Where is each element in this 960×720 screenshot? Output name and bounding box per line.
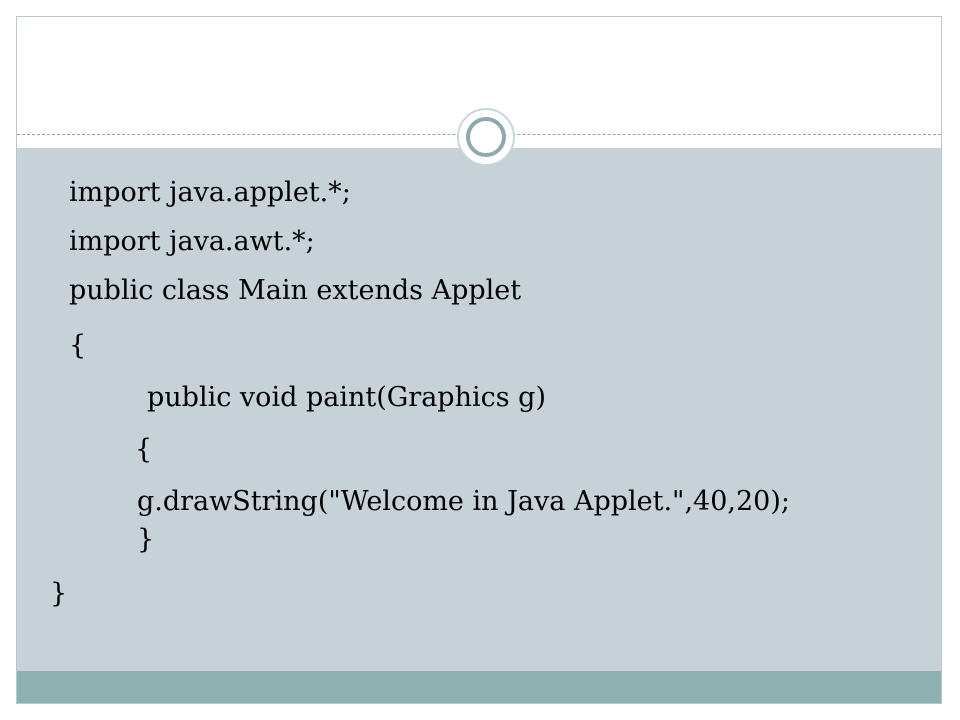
footer-band	[17, 671, 941, 703]
code-line-7: g.drawString("Welcome in Java Applet.",4…	[137, 486, 790, 517]
code-line-6: {	[135, 434, 153, 465]
code-line-4: {	[69, 330, 87, 361]
circle-ornament-inner	[466, 117, 506, 157]
code-line-9: }	[50, 578, 68, 609]
code-line-8: }	[137, 524, 155, 555]
slide	[16, 16, 942, 704]
content-area	[17, 148, 941, 674]
code-line-5: public void paint(Graphics g)	[147, 382, 546, 413]
code-line-3: public class Main extends Applet	[69, 275, 522, 306]
circle-ornament-icon	[457, 108, 515, 166]
code-line-1: import java.applet.*;	[69, 177, 351, 208]
code-line-2: import java.awt.*;	[69, 226, 315, 257]
